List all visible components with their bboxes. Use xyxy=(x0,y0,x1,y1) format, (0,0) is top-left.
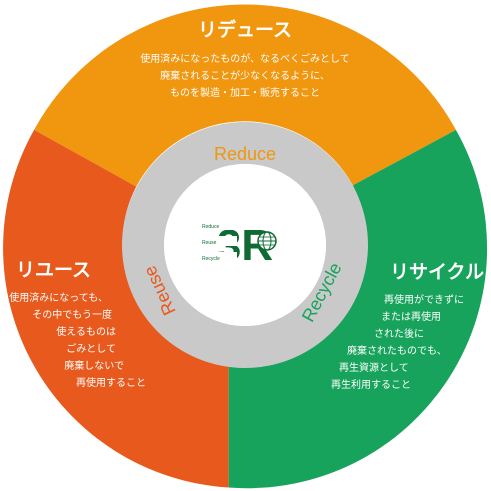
reduce-segment xyxy=(34,4,456,187)
reduce-desc-line-1: 使用済みになったものが、なるべくごみとして xyxy=(140,52,350,65)
reuse-segment xyxy=(3,129,229,488)
reduce-ring-label: Reduce xyxy=(214,144,276,164)
reuse-desc-line-5: 廃棄しないで xyxy=(64,359,124,372)
globe-icon xyxy=(257,231,277,251)
reuse-desc-line-1: 使用済みになっても、 xyxy=(9,291,108,304)
reduce-title: リデュース xyxy=(198,18,292,41)
logo-item-recycle: Recycle xyxy=(202,256,220,262)
recycle-desc-line-2: または再使用 xyxy=(381,310,441,323)
recycle-segment xyxy=(228,129,488,489)
inner-ring xyxy=(122,122,368,368)
recycle-desc-line-1: 再使用ができずに xyxy=(384,293,464,306)
recycle-desc-line-4: 廃棄されたものでも、 xyxy=(347,344,447,357)
reuse-desc-line-4: ごみとして xyxy=(66,342,116,355)
recycle-desc-line-3: された後に xyxy=(374,327,424,340)
recycle-title: リサイクル xyxy=(390,261,484,283)
reuse-desc-line-3: 使えるものは xyxy=(56,325,116,338)
reuse-desc-line-2: その中でもう一度 xyxy=(32,308,112,321)
three-r-logo: 3R Reduce Reuse Recycle xyxy=(200,220,277,270)
reuse-title: リユース xyxy=(16,259,91,281)
recycle-desc-line-5: 再生資源として xyxy=(339,361,409,374)
reuse-desc-line-6: 再使用すること xyxy=(76,376,146,389)
recycle-desc-line-6: 再生利用すること xyxy=(331,378,411,391)
logo-item-reuse: Reuse xyxy=(202,240,217,246)
reduce-desc-line-2: 廃棄されることが少なくなるように、 xyxy=(160,69,330,82)
center-circle xyxy=(164,164,326,326)
logo-item-reduce: Reduce xyxy=(202,224,219,230)
reduce-desc-line-3: ものを製造・加工・販売すること xyxy=(170,86,320,99)
